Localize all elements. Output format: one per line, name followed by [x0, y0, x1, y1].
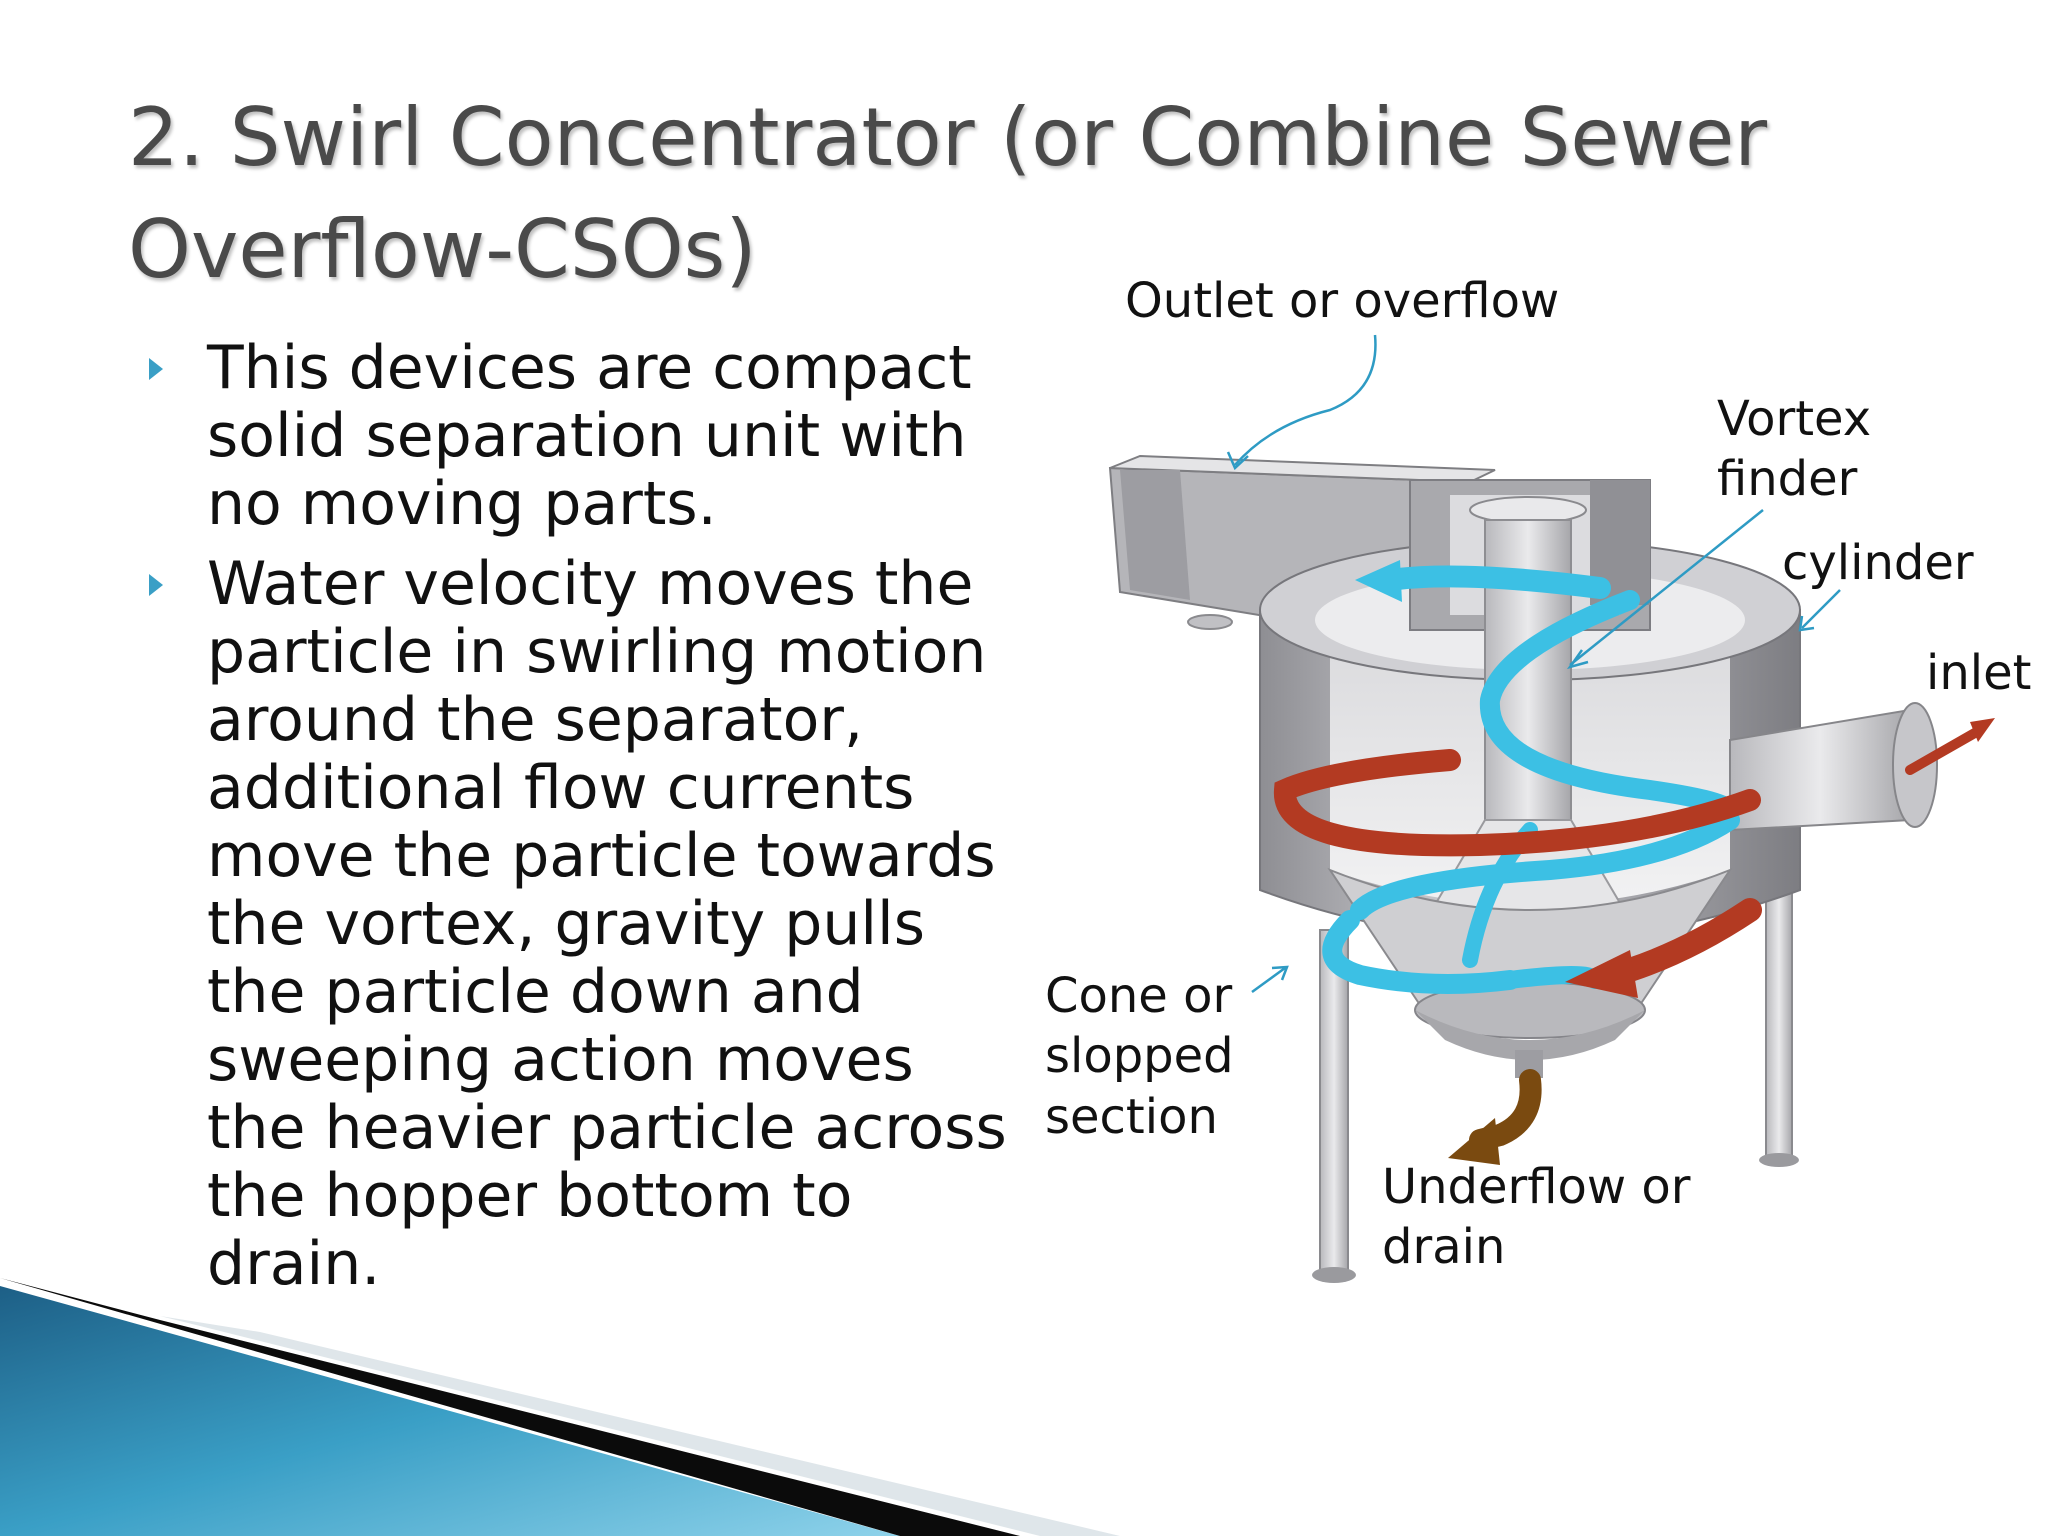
vortex-leader-arrowhead	[1566, 649, 1589, 670]
cone-leader-line	[1251, 966, 1286, 994]
bullet-text: This devices are compact solid separatio…	[207, 333, 972, 539]
inlet-label: inlet	[1926, 645, 2032, 701]
bullet-list: This devices are compact solid separatio…	[145, 334, 1025, 1310]
vortex-leader-line	[1569, 509, 1764, 666]
inflow-swirl	[1273, 718, 1995, 998]
underflow-label-line2: drain	[1382, 1219, 1506, 1275]
outlet-leader-arrowhead	[1226, 451, 1249, 471]
leader-lines	[1226, 334, 1841, 994]
swirl-concentrator-diagram: Outlet or overflow Vortex finder cylinde…	[1030, 270, 2048, 1300]
vortex-finder-label-line2: finder	[1717, 451, 1858, 507]
support-legs	[1312, 859, 1799, 1283]
cone-leader-arrowhead	[1271, 965, 1289, 981]
outlet-leader-line	[1234, 334, 1377, 466]
slide-title: 2. Swirl Concentrator (or Combine Sewer …	[128, 91, 1768, 296]
bullet-text: Water velocity moves the particle in swi…	[207, 549, 1007, 1299]
triangle-bullet-icon	[149, 574, 163, 596]
drain-arrow	[1448, 1069, 1542, 1165]
cylinder-leader-arrowhead	[1798, 615, 1815, 632]
vortex-finder-label-line1: Vortex	[1717, 391, 1872, 447]
corner-swoosh-decoration	[0, 1278, 1120, 1536]
underflow-label-line1: Underflow or	[1382, 1159, 1691, 1215]
cylinder-leader-line	[1801, 589, 1841, 629]
triangle-bullet-icon	[149, 358, 163, 380]
outlet-label: Outlet or overflow	[1125, 273, 1560, 329]
cone-label-line2: slopped	[1045, 1028, 1234, 1084]
cone-label-line1: Cone or	[1045, 968, 1233, 1024]
cone-label-line3: section	[1045, 1089, 1218, 1145]
bullet-item: This devices are compact solid separatio…	[145, 334, 1025, 538]
cylinder-label: cylinder	[1782, 535, 1974, 591]
bullet-item: Water velocity moves the particle in swi…	[145, 550, 1025, 1298]
diagram-illustration	[1108, 334, 1995, 1283]
water-swirl	[1322, 560, 1740, 994]
